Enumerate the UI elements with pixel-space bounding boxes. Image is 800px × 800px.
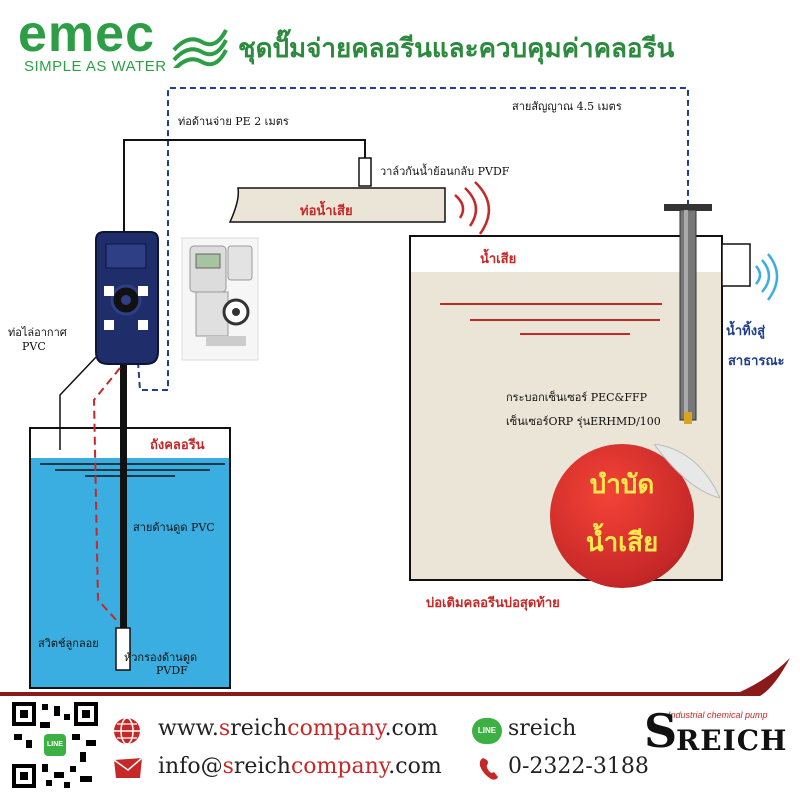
sensor-holder-label: กระบอกเซ็นเซอร์ PEC&FFP	[506, 391, 648, 404]
brand-tagline: Industrial chemical pump	[668, 710, 768, 720]
system-diagram	[29, 87, 779, 689]
orp-sensor-tip	[684, 412, 692, 424]
outlet-pipe	[721, 243, 751, 287]
emec-logo-tagline: SIMPLE AS WATER	[24, 58, 167, 75]
foot-filter-icon	[115, 627, 131, 671]
suction-hose	[120, 360, 127, 628]
signal-cable-line	[137, 87, 689, 391]
foot-filter-label-line1: หัวกรองด้านดูด	[124, 651, 198, 664]
air-vent-line	[59, 354, 99, 450]
flow-wave-icon	[454, 194, 465, 219]
sticker-line1: บำบัด	[589, 470, 655, 500]
phone-icon	[479, 758, 498, 780]
qr-line-badge: LINE	[47, 741, 63, 748]
page-title: ชุดปั๊มจ่ายคลอรีนและควบคุมค่าคลอรีน	[238, 34, 675, 64]
website-link[interactable]: www.sreichcompany.com	[158, 716, 438, 741]
sticker-line2: น้ำเสีย	[585, 528, 659, 558]
air-vent-label-line1: ท่อไล่อากาศ	[8, 326, 67, 339]
waste-pipe	[228, 187, 446, 223]
phone-number[interactable]: 0-2322-3188	[508, 754, 649, 779]
foot-filter-label-line2: PVDF	[156, 664, 188, 677]
line-chat-icon: LINE	[472, 718, 502, 744]
envelope-icon	[113, 757, 143, 778]
waste-pipe-label: ท่อน้ำเสีย	[300, 204, 353, 219]
sreich-logo-initial: S	[644, 704, 678, 758]
float-switch-label: สวิตช์ลูกลอย	[38, 637, 99, 650]
chlorine-tank-label: ถังคลอรีน	[150, 438, 205, 453]
float-switch-cable	[92, 367, 121, 623]
outlet-wave-icon	[755, 265, 762, 285]
qr-code[interactable]	[10, 700, 100, 790]
final-tank-label: บ่อเติมคลอรีนบ่อสุดท้าย	[426, 596, 560, 611]
treatment-sticker	[550, 444, 694, 588]
air-vent-label-line2: PVC	[22, 340, 46, 353]
orp-controller-icon	[181, 237, 259, 361]
check-valve-label: วาล์วกันน้ำย้อนกลับ PVDF	[380, 165, 510, 178]
email-link[interactable]: info@sreichcompany.com	[158, 754, 442, 779]
emec-wave-icon	[172, 29, 228, 68]
sensor-holder-cap	[664, 204, 712, 211]
orp-sensor-label: เซ็นเซอร์ORP รุ่นERHMD/100	[506, 415, 661, 428]
discharge-pipe-line	[123, 139, 366, 235]
sreich-logo-wordmark: REICH	[676, 724, 788, 757]
waste-water-label: น้ำเสีย	[480, 252, 517, 267]
footer-swoosh	[0, 658, 790, 696]
check-valve-icon	[358, 157, 372, 187]
discharge-public-label-line2: สาธารณะ	[728, 354, 785, 369]
dosing-pump-icon	[95, 231, 159, 365]
discharge-pipe-label: ท่อด้านจ่าย PE 2 เมตร	[178, 115, 289, 128]
globe-icon	[114, 717, 140, 745]
emec-logo-wordmark: emec	[18, 5, 155, 63]
discharge-public-label-line1: น้ำทิ้งสู่	[726, 324, 766, 339]
signal-cable-label: สายสัญญาณ 4.5 เมตร	[512, 100, 622, 113]
sticker-curl-icon	[654, 444, 720, 499]
line-id-link[interactable]: sreich	[508, 716, 577, 741]
suction-hose-label: สายด้านดูด PVC	[133, 521, 215, 534]
